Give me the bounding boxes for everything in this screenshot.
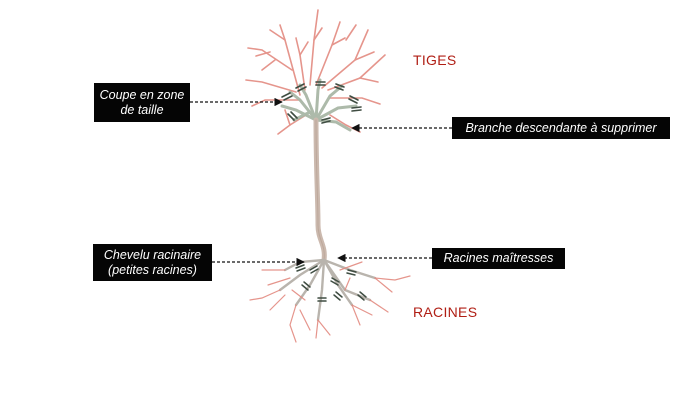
label-coupe-line2: de taille — [120, 102, 164, 117]
branches — [245, 9, 386, 135]
label-maitresses-text: Racines maîtresses — [443, 251, 554, 265]
label-coupe-zone-taille: Coupe en zone de taille — [94, 83, 190, 122]
label-chevelu-line2: (petites racines) — [108, 262, 197, 277]
label-racines-maitresses: Racines maîtresses — [432, 248, 565, 269]
section-title-tiges: TIGES — [413, 52, 457, 68]
roots — [249, 258, 411, 343]
label-branche-descendante: Branche descendante à supprimer — [452, 117, 670, 139]
label-coupe-line1: Coupe en zone — [99, 87, 185, 102]
section-title-racines: RACINES — [413, 304, 478, 320]
label-branche-text: Branche descendante à supprimer — [465, 120, 657, 135]
label-chevelu-line1: Chevelu racinaire — [103, 247, 202, 262]
label-chevelu-racinaire: Chevelu racinaire (petites racines) — [93, 244, 212, 281]
arrows — [190, 97, 452, 267]
